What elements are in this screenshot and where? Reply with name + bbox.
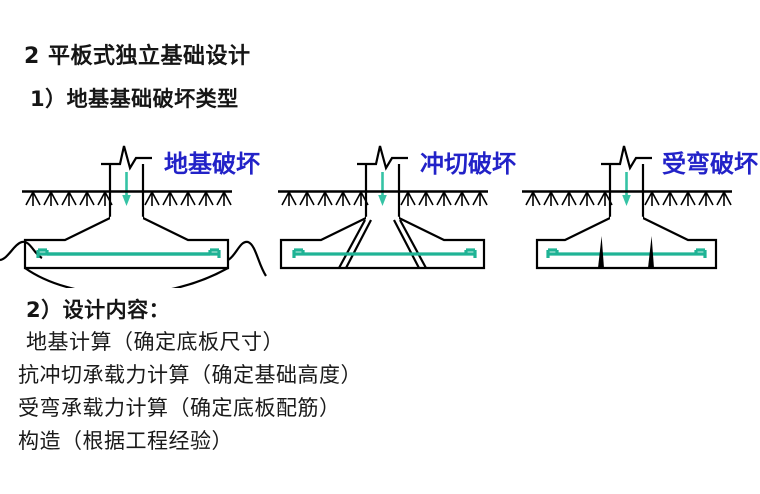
figure-label-punching-shear-failure: 冲切破坏 — [420, 150, 516, 178]
section-heading-failure-types: 1）地基基础破坏类型 — [30, 87, 239, 111]
design-content-list: 地基计算（确定底板尺寸） 抗冲切承载力计算（确定基础高度） 受弯承载力计算（确定… — [18, 326, 738, 458]
load-arrow-flexural — [622, 172, 631, 206]
design-content-item: 地基计算（确定底板尺寸） — [26, 330, 284, 354]
failure-type-figures: 地基破坏 — [0, 128, 760, 288]
flexural-cracks — [598, 236, 654, 268]
figure-flexural-failure: 受弯破坏 — [522, 145, 758, 270]
punching-cone-cracks — [338, 219, 427, 269]
soil-heave-left-bearing — [0, 240, 43, 262]
footing-outline-punching — [279, 217, 486, 270]
load-arrow-punching — [378, 172, 387, 206]
footing-outline-bearing — [23, 217, 230, 270]
design-content-item: 抗冲切承载力计算（确定基础高度） — [18, 363, 362, 387]
design-content-item: 构造（根据工程经验） — [18, 429, 233, 453]
footing-outline-flexural — [535, 217, 718, 270]
figure-bearing-failure: 地基破坏 — [0, 145, 267, 288]
slip-surface-bearing — [24, 267, 229, 288]
figure-label-bearing-failure: 地基破坏 — [164, 150, 260, 178]
section-heading-design-content: 2）设计内容： — [26, 298, 171, 322]
page-title: 2 平板式独立基础设计 — [24, 44, 251, 69]
soil-heave-right-bearing — [227, 240, 267, 277]
figure-punching-shear-failure: 冲切破坏 — [278, 145, 516, 270]
load-arrow-bearing — [122, 172, 131, 206]
figure-label-flexural-failure: 受弯破坏 — [662, 150, 758, 178]
design-content-item: 受弯承载力计算（确定底板配筋） — [18, 396, 341, 420]
